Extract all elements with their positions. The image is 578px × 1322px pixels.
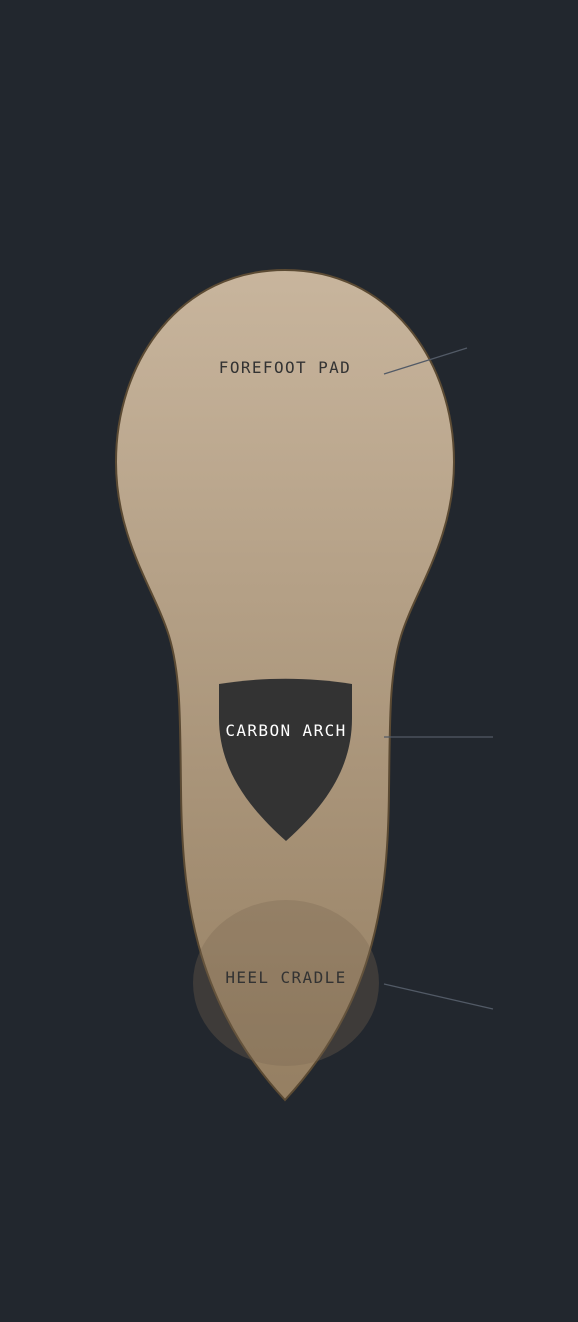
heel-cradle-zone <box>193 900 379 1066</box>
heel-cradle-label: HEEL CRADLE <box>225 968 346 987</box>
forefoot-pad-label: FOREFOOT PAD <box>219 358 351 377</box>
forefoot-leader-line <box>383 347 468 375</box>
carbon-arch-plate <box>219 678 352 841</box>
carbon-arch-label: CARBON ARCH <box>225 721 346 740</box>
heel-leader-line <box>383 983 494 1010</box>
